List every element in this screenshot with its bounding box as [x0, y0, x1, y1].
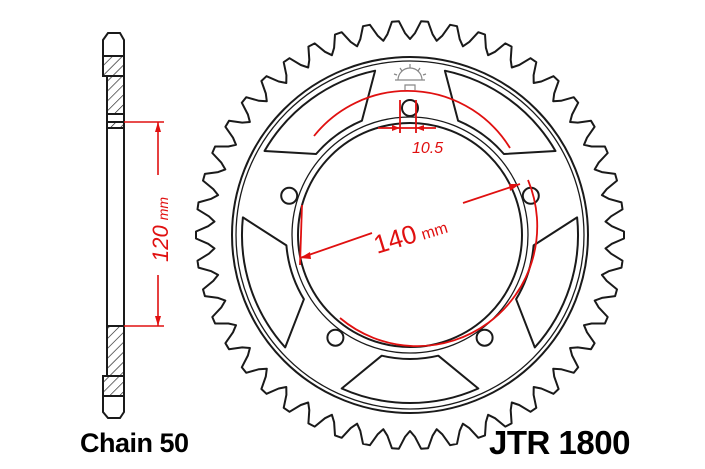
bolt-hole-value: 10.5	[412, 140, 443, 157]
bolt-hole	[326, 328, 345, 347]
chain-label: Chain 50	[80, 428, 189, 458]
lightening-hole	[241, 216, 305, 349]
sprocket-teeth	[195, 20, 625, 450]
brand-logo-icon	[393, 64, 427, 90]
side-view	[102, 32, 125, 419]
lightening-hole	[443, 69, 557, 155]
hub-width-value: 120mm	[148, 197, 173, 262]
lightening-hole	[340, 354, 480, 405]
hub-width-dimension	[124, 121, 164, 327]
bolt-hole	[280, 186, 299, 205]
bolt-holes	[280, 99, 540, 347]
lightening-hole	[515, 216, 579, 349]
bolt-hole	[475, 328, 494, 347]
part-number-label: JTR 1800	[489, 424, 630, 461]
pcd-dimensions	[299, 89, 539, 347]
lightening-hole	[263, 69, 377, 155]
pcd-value: 140mm	[370, 209, 451, 260]
bolt-hole	[401, 99, 419, 117]
bolt-hole	[521, 186, 540, 205]
